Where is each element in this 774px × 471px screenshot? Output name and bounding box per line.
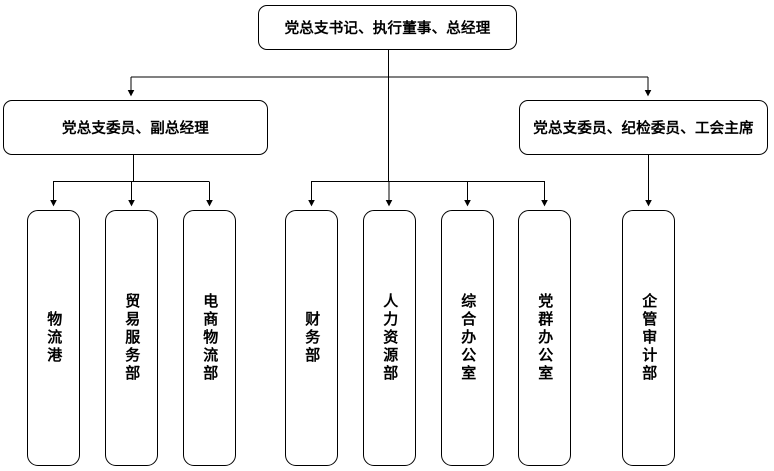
node-dept-5[interactable]: 人力资源部 <box>363 210 416 466</box>
node-dept-8[interactable]: 企管审计部 <box>622 210 675 466</box>
node-mid-left[interactable]: 党总支委员、副总经理 <box>3 100 268 155</box>
node-dept-6-label: 综合办公室 <box>459 293 478 383</box>
node-mid-right[interactable]: 党总支委员、纪检委员、工会主席 <box>519 100 768 155</box>
node-top[interactable]: 党总支书记、执行董事、总经理 <box>258 5 517 50</box>
node-dept-3-label: 电商物流部 <box>201 293 220 383</box>
node-dept-4-label: 财务部 <box>303 311 322 365</box>
node-dept-1[interactable]: 物流港 <box>27 210 80 466</box>
node-dept-7-label: 党群办公室 <box>536 293 555 383</box>
node-dept-7[interactable]: 党群办公室 <box>518 210 571 466</box>
node-mid-right-label: 党总支委员、纪检委员、工会主席 <box>533 121 754 137</box>
node-mid-left-label: 党总支委员、副总经理 <box>62 121 209 137</box>
node-dept-3[interactable]: 电商物流部 <box>183 210 236 466</box>
node-dept-4[interactable]: 财务部 <box>285 210 338 466</box>
node-dept-2-label: 贸易服务部 <box>123 293 142 383</box>
node-dept-1-label: 物流港 <box>45 311 64 365</box>
node-dept-5-label: 人力资源部 <box>381 293 400 383</box>
node-dept-6[interactable]: 综合办公室 <box>441 210 494 466</box>
node-top-label: 党总支书记、执行董事、总经理 <box>284 21 491 37</box>
node-dept-8-label: 企管审计部 <box>640 293 659 383</box>
node-dept-2[interactable]: 贸易服务部 <box>105 210 158 466</box>
